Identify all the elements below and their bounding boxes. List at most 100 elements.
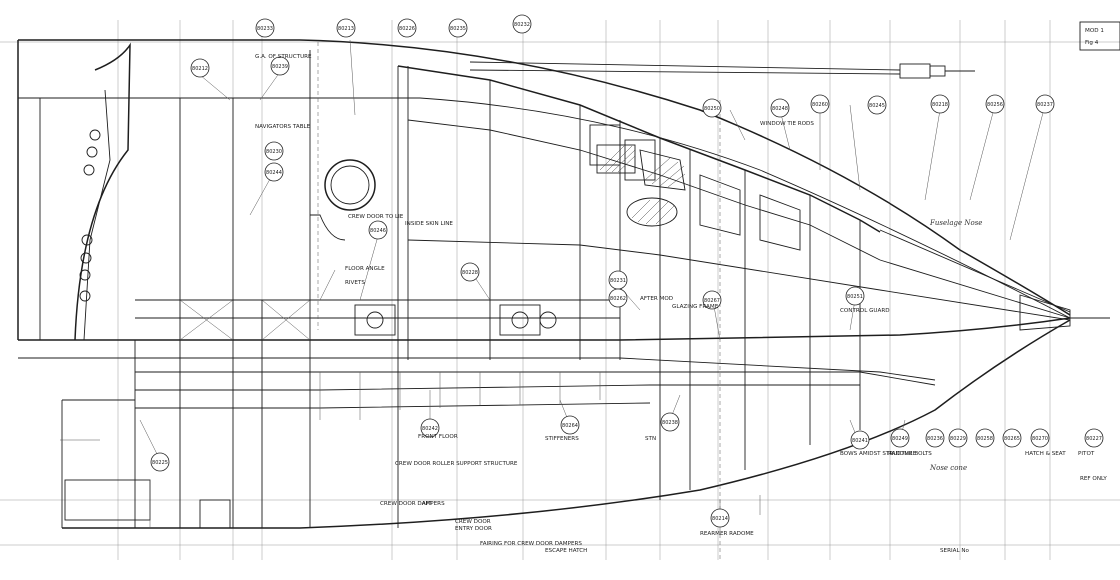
part-balloon: 80230 [264,141,284,161]
svg-text:80238: 80238 [662,420,678,426]
part-balloon: 80256 [985,94,1005,114]
part-balloon: 80228 [460,262,480,282]
label-window-tie-rods: WINDOW TIE RODS [760,121,814,127]
label-hand-note-1: Fuselage Nose [929,219,982,227]
part-balloon: 80226 [397,18,417,38]
label-crew-door-roller: CREW DOOR ROLLER SUPPORT STRUCTURE [395,461,518,467]
svg-text:80231: 80231 [610,278,626,284]
part-balloon: 80267 [702,290,722,310]
part-balloon: 80245 [867,95,887,115]
annotations: NAVIGATORS TABLE G.A. OF STRUCTURE CREW … [255,28,1107,554]
lower-stringers [135,372,860,420]
svg-text:80213: 80213 [338,26,354,32]
label-pitot: PITOT [1078,451,1095,457]
part-balloon: 80218 [930,94,950,114]
svg-text:80245: 80245 [869,103,885,109]
label-glazing-frame: GLAZING FRAME [672,304,719,310]
part-balloon: 80227 [1084,428,1104,448]
svg-text:80256: 80256 [987,102,1003,108]
svg-text:80226: 80226 [399,26,415,32]
floor-access-holes [199,304,557,529]
part-balloon: 80262 [608,288,628,308]
label-serial: SERIAL No [940,548,970,554]
label-rear-radome: REARMER RADOME [700,531,754,537]
label-hand-note-2: Nose cone [929,464,967,472]
label-crew-door-dampers: CREW DOOR DAMPERS [380,501,445,507]
label-radome-bolts: RADOME BOLTS [888,451,932,457]
part-balloon: 80235 [448,18,468,38]
label-navigators-table: NAVIGATORS TABLE [255,124,311,130]
part-balloon: 80213 [336,18,356,38]
part-balloon: 80241 [850,430,870,450]
svg-text:80237: 80237 [1037,102,1053,108]
svg-text:80251: 80251 [847,294,863,300]
part-balloon: 80236 [925,428,945,448]
porthole-icon [310,159,376,241]
canopy-glazing [397,65,881,291]
label-ref-only: REF ONLY [1080,476,1107,482]
part-balloon: 80233 [255,18,275,38]
part-balloon: 80237 [1035,94,1055,114]
label-after-mod: AFTER MOD [640,296,673,302]
svg-text:80214: 80214 [712,516,728,522]
part-balloon: 80231 [608,270,628,290]
part-balloon: 80260 [810,94,830,114]
label-fairing: FAIRING FOR CREW DOOR DAMPERS [480,541,582,547]
svg-text:80230: 80230 [266,149,282,155]
part-balloon: 80225 [150,452,170,472]
svg-text:80260: 80260 [812,102,828,108]
svg-text:80236: 80236 [927,436,943,442]
part-balloon: 80212 [190,58,210,78]
hatched-panels [596,144,686,227]
label-hatch-seat: HATCH & SEAT [1025,451,1066,457]
svg-text:80265: 80265 [1004,436,1020,442]
part-balloon: 80249 [890,428,910,448]
svg-text:80212: 80212 [192,66,208,72]
label-crew-door-lie: CREW DOOR TO LIE [348,214,404,220]
title-block-corner [1079,21,1120,51]
part-balloon: 80258 [975,428,995,448]
label-floor-angle: FLOOR ANGLE [345,266,385,272]
svg-text:80248: 80248 [772,106,788,112]
label-bow-structure: BOWS AMIDST STRUCTURE [840,451,917,457]
svg-text:80244: 80244 [266,170,282,176]
svg-text:80228: 80228 [462,270,478,276]
svg-text:80270: 80270 [1032,436,1048,442]
part-balloon: 80265 [1002,428,1022,448]
label-front-floor: FRONT FLOOR [418,434,458,440]
part-balloons: 80212 80239 80233 80213 80226 80235 8023… [150,14,1104,528]
part-balloon: 80214 [710,508,730,528]
label-crew-door: CREW DOOR [455,519,491,525]
label-ga-structure: G.A. OF STRUCTURE [255,54,312,60]
part-balloon: 80229 [948,428,968,448]
part-balloon: 80239 [270,56,290,76]
bulkhead-lightening-holes [79,129,101,302]
svg-text:80264: 80264 [562,423,578,429]
datum-lines [317,42,721,560]
part-balloon: 80250 [702,98,722,118]
label-stiffeners: STIFFENERS [545,436,579,442]
part-balloon: 80246 [368,220,388,240]
part-balloon: 80242 [420,418,440,438]
construction-grid [0,20,1120,560]
svg-text:80241: 80241 [852,438,868,444]
label-fig: Fig 4 [1085,40,1099,46]
label-mod: MOD 1 [1085,28,1104,34]
part-balloon: 80251 [845,286,865,306]
label-aft: AFT [422,501,433,507]
svg-text:80229: 80229 [950,436,966,442]
rear-bulkhead [17,40,151,528]
label-control-guard: CONTROL GUARD [840,308,890,314]
svg-text:80239: 80239 [272,64,288,70]
svg-text:80246: 80246 [370,228,386,234]
svg-text:80258: 80258 [977,436,993,442]
svg-text:80267: 80267 [704,298,720,304]
svg-text:80249: 80249 [892,436,908,442]
svg-text:80242: 80242 [422,426,438,432]
svg-text:80250: 80250 [704,106,720,112]
floor-frames [135,50,861,528]
svg-text:80225: 80225 [152,460,168,466]
